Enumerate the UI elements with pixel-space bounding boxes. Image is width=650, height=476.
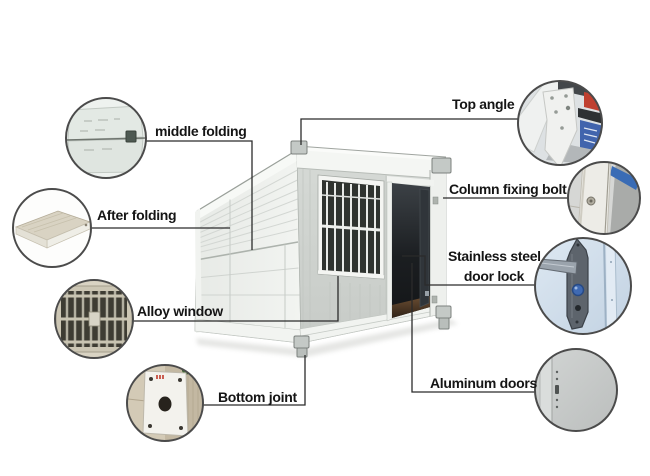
ground-shadow <box>196 319 458 357</box>
label-column-fixing-bolt: Column fixing bolt <box>449 181 567 197</box>
label-middle-folding: middle folding <box>155 123 247 139</box>
leader-top-angle <box>300 118 518 145</box>
corner-castings <box>290 140 452 358</box>
callout-door-lock <box>534 237 632 335</box>
front-top-beam <box>297 150 446 179</box>
leader-middle-folding <box>144 140 253 250</box>
label-stainless-line1: Stainless steel <box>448 248 541 264</box>
open-door <box>386 176 434 322</box>
label-alloy-window: Alloy window <box>137 303 223 319</box>
middle-fold-seam <box>195 241 299 261</box>
label-top-angle: Top angle <box>452 96 515 112</box>
right-column <box>430 170 446 316</box>
door-latch <box>425 291 429 296</box>
door-hinge-bottom <box>431 295 438 304</box>
callout-bottom-joint <box>126 364 204 442</box>
callout-alloy-window <box>54 279 134 359</box>
leader-alloy-window <box>132 276 339 322</box>
callout-middle-folding <box>65 97 147 179</box>
door-panel <box>419 188 430 308</box>
leader-aluminum-doors <box>411 263 537 393</box>
leader-door-lock <box>402 255 536 286</box>
callout-column-fixing-bolt <box>567 161 641 235</box>
callout-aluminum-doors <box>534 348 618 432</box>
label-after-folding: After folding <box>97 207 177 223</box>
side-wall <box>194 149 302 344</box>
leader-bottom-joint <box>202 355 306 406</box>
label-stainless-line2: door lock <box>463 268 525 284</box>
callout-after-folding <box>12 188 92 268</box>
alloy-window-on-house <box>317 174 385 280</box>
container-house <box>194 140 452 358</box>
label-bottom-joint: Bottom joint <box>218 389 297 405</box>
label-aluminum-doors: Aluminum doors <box>430 375 538 391</box>
label-stainless-door-lock: Stainless steel door lock <box>448 248 541 284</box>
door-hinge-top <box>432 196 439 205</box>
callout-top-angle <box>517 80 603 166</box>
leader-lines <box>90 118 569 406</box>
